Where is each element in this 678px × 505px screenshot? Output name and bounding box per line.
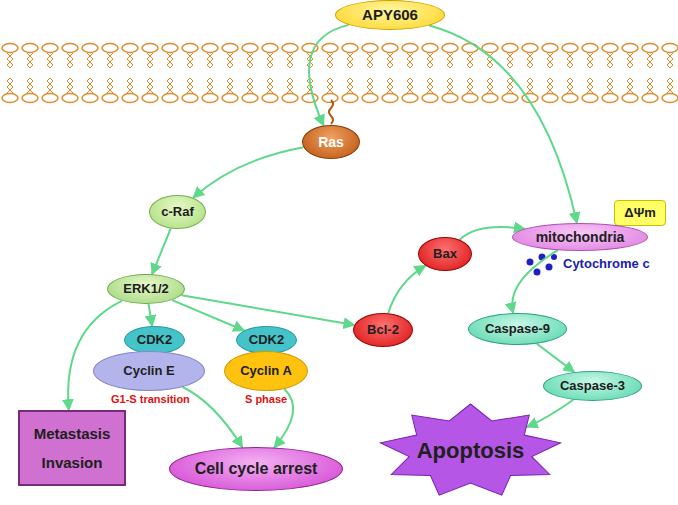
node-label: c-Raf bbox=[161, 205, 194, 220]
protein-ellipse: Ras bbox=[302, 125, 360, 159]
pathway-arrow bbox=[182, 295, 355, 325]
node-label: Apoptosis bbox=[417, 438, 525, 463]
protein-ellipse: CDK2 bbox=[236, 326, 297, 354]
phase-label: S phase bbox=[245, 393, 287, 405]
node-label: Cell cycle arrest bbox=[195, 460, 318, 478]
organelle-ellipse: mitochondria bbox=[512, 223, 648, 251]
node-label: APY606 bbox=[362, 6, 418, 23]
node-label: mitochondria bbox=[536, 229, 625, 245]
pathway-arrow bbox=[512, 250, 558, 313]
ras-anchor bbox=[329, 100, 333, 124]
pathway-arrow bbox=[429, 26, 577, 224]
pathway-arrow bbox=[152, 229, 171, 275]
node-label: Caspase-9 bbox=[485, 322, 550, 337]
node-label: ERK1/2 bbox=[123, 282, 169, 297]
cytochrome-dots bbox=[527, 254, 558, 276]
node-label: CDK2 bbox=[137, 333, 172, 348]
pathway-arrow bbox=[309, 25, 349, 126]
outcome-ellipse: Cell cycle arrest bbox=[169, 447, 343, 491]
protein-ellipse: ERK1/2 bbox=[107, 274, 185, 304]
protein-ellipse: Bcl-2 bbox=[353, 313, 413, 347]
node-label: CDK2 bbox=[249, 333, 284, 348]
lipid-bilayer bbox=[0, 42, 678, 104]
outcome-star: Apoptosis bbox=[379, 404, 562, 498]
drug-ellipse: APY606 bbox=[335, 0, 445, 30]
node-label: ΔΨm bbox=[624, 206, 655, 221]
protein-ellipse: Cyclin A bbox=[224, 351, 308, 391]
pathway-arrow bbox=[388, 266, 425, 314]
potential-box: ΔΨm bbox=[614, 200, 666, 226]
outcome-box: MetastasisInvasion bbox=[18, 410, 126, 486]
node-label: Bcl-2 bbox=[367, 323, 399, 338]
pathway-arrow bbox=[537, 344, 574, 372]
protein-ellipse: CDK2 bbox=[124, 326, 185, 354]
node-label: Cyclin A bbox=[240, 364, 292, 379]
enzyme-ellipse: Caspase-3 bbox=[543, 371, 642, 401]
enzyme-ellipse: Caspase-9 bbox=[468, 313, 567, 345]
protein-ellipse: Bax bbox=[418, 237, 472, 271]
molecule-label: Cytochrome c bbox=[563, 256, 650, 271]
protein-ellipse: Cyclin E bbox=[93, 351, 205, 391]
node-label: Metastasis bbox=[34, 425, 111, 442]
node-label: Bax bbox=[433, 247, 457, 262]
node-label: Ras bbox=[318, 134, 344, 150]
pathway-arrow bbox=[527, 400, 573, 427]
phase-label: G1-S transition bbox=[111, 393, 190, 405]
node-label: Invasion bbox=[42, 454, 103, 471]
node-label: Cyclin E bbox=[123, 364, 174, 379]
pathway-arrow bbox=[183, 387, 243, 447]
node-label: Caspase-3 bbox=[560, 379, 625, 394]
protein-ellipse: c-Raf bbox=[149, 195, 206, 229]
pathway-arrow bbox=[193, 147, 303, 198]
pathway-arrow bbox=[149, 304, 153, 326]
